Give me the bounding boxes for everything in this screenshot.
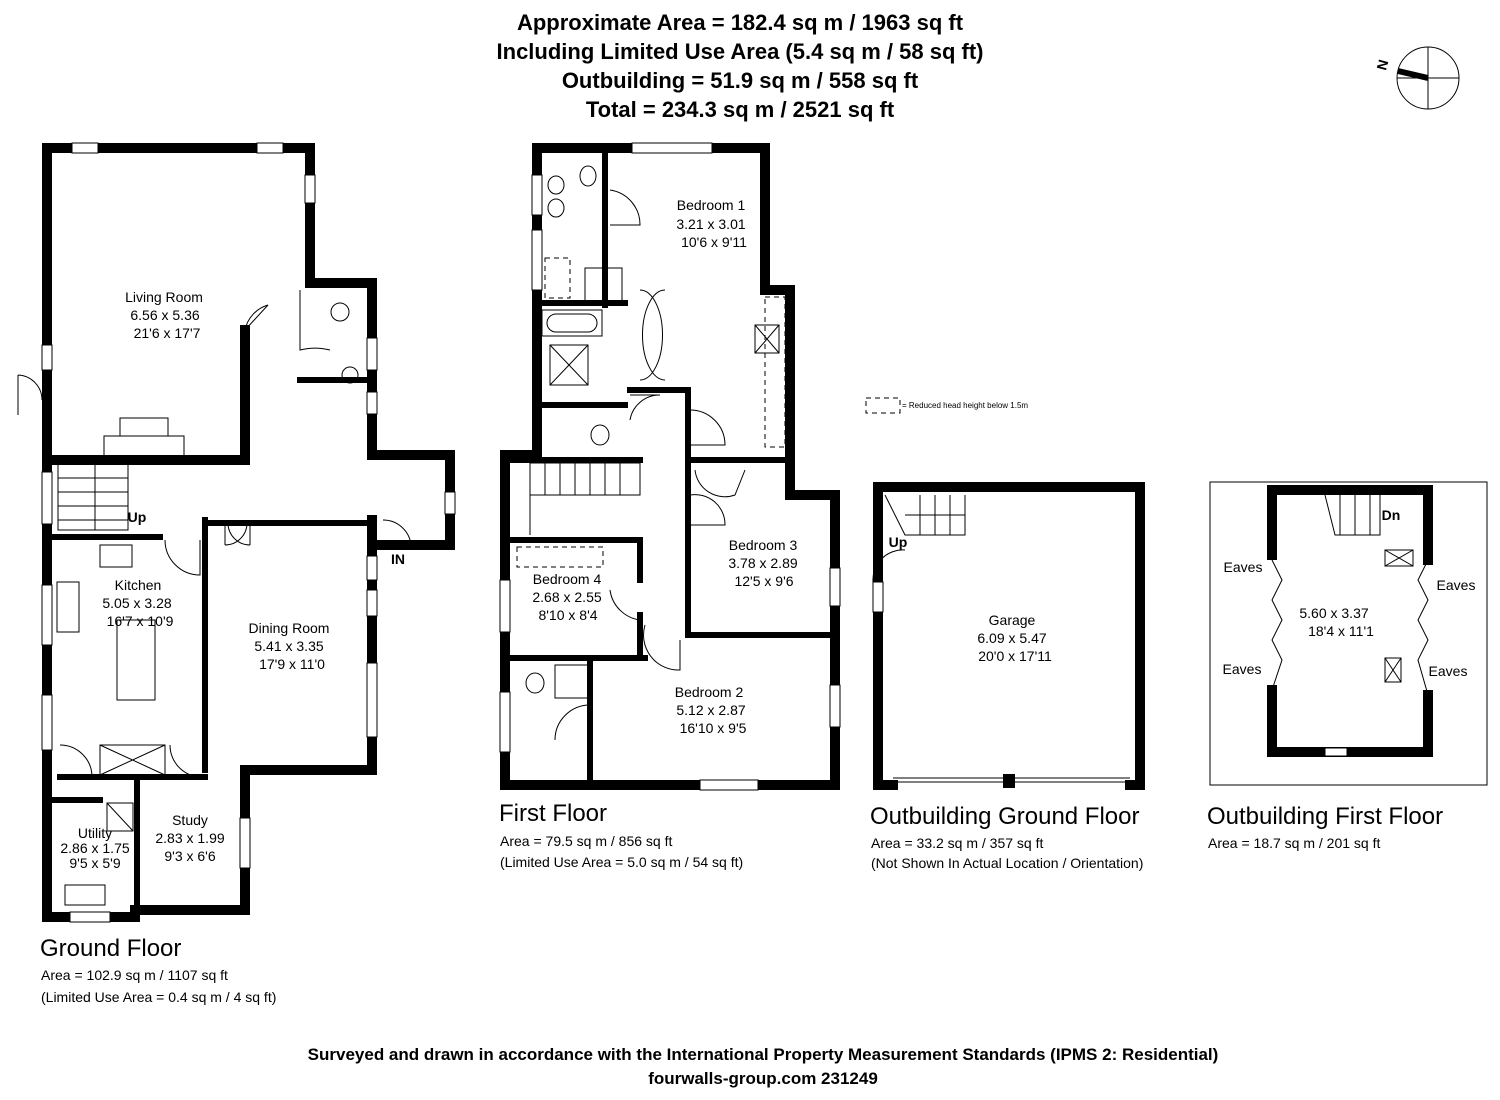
summary-approx-area: Approximate Area = 182.4 sq m / 1963 sq … — [516, 10, 964, 35]
bedroom-2-name: Bedroom 2 — [675, 684, 744, 700]
footer: Surveyed and drawn in accordance with th… — [0, 1043, 1500, 1091]
study-imperial: 9'3 x 6'6 — [164, 848, 215, 864]
bedroom-1-metric: 3.21 x 3.01 — [676, 216, 745, 232]
outbuilding-room-imperial: 18'4 x 11'1 — [1308, 623, 1374, 639]
legend: = Reduced head height below 1.5m — [865, 397, 1028, 414]
living-room-name: Living Room — [125, 289, 203, 305]
bedroom-4-imperial: 8'10 x 8'4 — [538, 607, 597, 623]
summary-total: Total = 234.3 sq m / 2521 sq ft — [585, 97, 895, 122]
study-metric: 2.83 x 1.99 — [155, 830, 224, 846]
kitchen-metric: 5.05 x 3.28 — [102, 595, 171, 611]
outbuilding-ground-note: (Not Shown In Actual Location / Orientat… — [871, 855, 1143, 871]
first-floor-area: Area = 79.5 sq m / 856 sq ft — [500, 833, 672, 849]
outbuilding-ground-plan — [872, 482, 1145, 790]
area-summary: Approximate Area = 182.4 sq m / 1963 sq … — [0, 8, 1500, 124]
first-floor-plan — [499, 142, 841, 791]
garage-imperial: 20'0 x 17'11 — [978, 648, 1052, 664]
outbuilding-first-labels: 5.60 x 3.37 18'4 x 11'1 Dn Eaves Eaves E… — [1223, 507, 1476, 679]
dining-room-name: Dining Room — [249, 620, 330, 636]
eaves-label-top-right: Eaves — [1437, 577, 1476, 593]
outbuilding-ground-labels: Garage 6.09 x 5.47 20'0 x 17'11 Up — [889, 534, 1052, 664]
legend-text: = Reduced head height below 1.5m — [902, 401, 1028, 410]
outbuilding-first-title: Outbuilding First Floor — [1207, 803, 1443, 830]
ground-stairs-up-label: Up — [128, 509, 147, 525]
footer-standards-note: Surveyed and drawn in accordance with th… — [307, 1045, 1219, 1064]
garage-stairs-up-label: Up — [889, 534, 908, 550]
bedroom-3-imperial: 12'5 x 9'6 — [734, 573, 793, 589]
utility-name: Utility — [78, 825, 112, 841]
first-floor-labels: Bedroom 1 3.21 x 3.01 10'6 x 9'11 Bedroo… — [532, 197, 797, 736]
ground-floor-labels: Living Room 6.56 x 5.36 21'6 x 17'7 Kitc… — [60, 289, 405, 871]
bedroom-3-metric: 3.78 x 2.89 — [728, 555, 797, 571]
summary-limited-use: Including Limited Use Area (5.4 sq m / 5… — [496, 39, 984, 64]
utility-metric: 2.86 x 1.75 — [60, 840, 129, 856]
outbuilding-ground-title: Outbuilding Ground Floor — [870, 803, 1139, 830]
kitchen-imperial: 16'7 x 10'9 — [107, 613, 174, 629]
summary-outbuilding: Outbuilding = 51.9 sq m / 558 sq ft — [561, 68, 919, 93]
outbuilding-stairs-down-label: Dn — [1382, 507, 1401, 523]
footer-reference: fourwalls-group.com 231249 — [648, 1069, 878, 1088]
bedroom-4-metric: 2.68 x 2.55 — [532, 589, 601, 605]
outbuilding-ground-area: Area = 33.2 sq m / 357 sq ft — [871, 835, 1043, 851]
dining-room-imperial: 17'9 x 11'0 — [259, 656, 325, 672]
living-room-imperial: 21'6 x 17'7 — [134, 325, 201, 341]
bedroom-4-name: Bedroom 4 — [533, 571, 602, 587]
ground-floor-title: Ground Floor — [40, 935, 181, 962]
compass-icon: N — [1373, 46, 1460, 110]
outbuilding-first-plan — [1209, 481, 1488, 786]
bedroom-1-name: Bedroom 1 — [677, 197, 746, 213]
study-name: Study — [172, 812, 208, 828]
dining-room-metric: 5.41 x 3.35 — [254, 638, 323, 654]
reduced-head-height-swatch — [865, 397, 901, 414]
entrance-in-label: IN — [391, 551, 405, 567]
ground-floor-limited-area: (Limited Use Area = 0.4 sq m / 4 sq ft) — [41, 989, 276, 1005]
garage-name: Garage — [989, 612, 1036, 628]
first-floor-limited-area: (Limited Use Area = 5.0 sq m / 54 sq ft) — [500, 854, 743, 870]
living-room-metric: 6.56 x 5.36 — [130, 307, 199, 323]
first-floor-title: First Floor — [499, 800, 607, 827]
bedroom-3-name: Bedroom 3 — [729, 537, 798, 553]
eaves-label-bottom-right: Eaves — [1429, 663, 1468, 679]
ground-floor-plan — [17, 142, 456, 923]
ground-floor-area: Area = 102.9 sq m / 1107 sq ft — [41, 967, 228, 983]
bedroom-2-imperial: 16'10 x 9'5 — [680, 720, 747, 736]
compass-north-label: N — [1373, 58, 1391, 72]
kitchen-name: Kitchen — [115, 577, 162, 593]
outbuilding-first-area: Area = 18.7 sq m / 201 sq ft — [1208, 835, 1380, 851]
bedroom-2-metric: 5.12 x 2.87 — [676, 702, 745, 718]
outbuilding-room-metric: 5.60 x 3.37 — [1299, 605, 1368, 621]
garage-metric: 6.09 x 5.47 — [977, 630, 1046, 646]
utility-imperial: 9'5 x 5'9 — [69, 855, 120, 871]
bedroom-1-imperial: 10'6 x 9'11 — [681, 234, 747, 250]
eaves-label-top-left: Eaves — [1224, 559, 1263, 575]
eaves-label-bottom-left: Eaves — [1223, 661, 1262, 677]
